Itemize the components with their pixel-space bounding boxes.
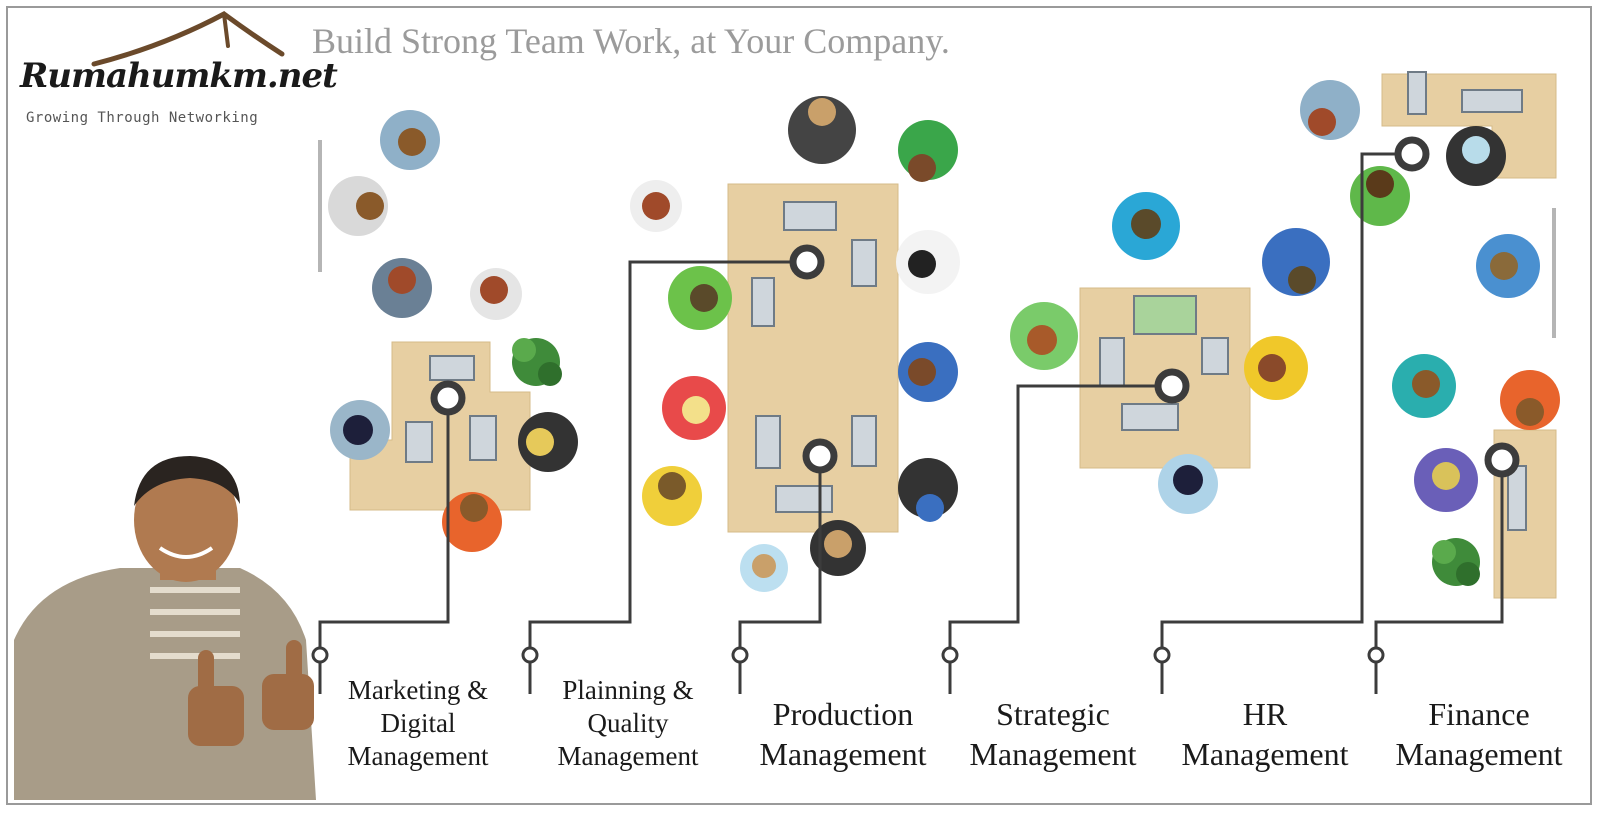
department-label-finance: Finance Management [1395, 696, 1563, 772]
person-icon [1446, 126, 1506, 186]
laptop-icon [429, 355, 475, 381]
presenter-photo [14, 456, 316, 800]
connector-line-finance [1374, 460, 1504, 648]
person-icon [668, 266, 732, 330]
connector-line-production [738, 456, 822, 648]
connector-line-marketing [318, 398, 450, 648]
laptop-icon [1121, 403, 1179, 431]
monitor-icon [1133, 295, 1197, 335]
node-marker-hr [1394, 136, 1430, 172]
endpoint-marker [521, 646, 539, 664]
laptop-icon [1407, 71, 1427, 115]
person-icon [898, 120, 958, 182]
laptop-icon [851, 239, 877, 287]
brand-logo: Rumahumkm.net Growing Through Networking [14, 6, 338, 136]
laptop-icon [1099, 337, 1125, 387]
person-icon [642, 466, 702, 526]
person-icon [442, 492, 502, 552]
laptop-icon [1461, 89, 1523, 113]
laptop-icon [775, 485, 833, 513]
person-icon [1262, 228, 1330, 296]
brand-name: Rumahumkm.net [20, 56, 338, 96]
person-icon [1500, 370, 1560, 430]
person-icon [380, 110, 440, 170]
endpoint-marker [941, 646, 959, 664]
person-icon [330, 400, 390, 460]
laptop-icon [851, 415, 877, 467]
desk-conference [727, 183, 899, 533]
person-icon [1350, 166, 1410, 226]
person-icon [898, 458, 958, 522]
node-marker-strategic [1154, 368, 1190, 404]
person-icon [328, 176, 388, 236]
department-label-strategic: Strategic Management [969, 696, 1137, 772]
person-icon [896, 230, 960, 294]
endpoint-marker [1367, 646, 1385, 664]
person-icon [1112, 192, 1180, 260]
endpoint-marker [311, 646, 329, 664]
node-marker-production [802, 438, 838, 474]
connector-line-strategic [948, 384, 1172, 648]
plant-icon [1432, 538, 1480, 586]
thumbs-up-icon [188, 650, 244, 746]
node-marker-finance [1484, 442, 1520, 478]
person-icon [788, 96, 856, 164]
person-icon [630, 180, 682, 232]
endpoint-marker [1153, 646, 1171, 664]
person-icon [1300, 80, 1360, 140]
person-icon [898, 342, 958, 402]
person-icon [1244, 336, 1308, 400]
person-icon [740, 544, 788, 592]
roof-icon [91, 11, 285, 67]
brand-tagline: Growing Through Networking [26, 110, 259, 126]
connector-line-hr [1160, 152, 1412, 648]
department-label-marketing: Marketing & Digital Management [347, 675, 489, 771]
people-illustrations [328, 80, 1560, 592]
person-icon [1010, 302, 1078, 370]
person-icon [1414, 448, 1478, 512]
person-icon [1392, 354, 1456, 418]
connector-line-planning [528, 260, 807, 648]
department-label-hr: HR Management [1181, 696, 1349, 772]
endpoint-marker [731, 646, 749, 664]
department-label-planning: Plainning & Quality Management [557, 675, 699, 771]
laptop-icon [783, 201, 837, 231]
thumbs-up-icon [262, 640, 314, 730]
wall-segment [1552, 208, 1556, 338]
person-icon [518, 412, 578, 472]
person-icon [1476, 234, 1540, 298]
laptop-icon [751, 277, 775, 327]
laptop-icon [1507, 465, 1527, 531]
person-icon [662, 376, 726, 440]
image-frame [6, 6, 1592, 805]
person-icon [810, 520, 866, 576]
person-icon [372, 258, 432, 318]
laptop-icon [405, 421, 433, 463]
department-label-production: Production Management [759, 696, 927, 772]
page-title: Build Strong Team Work, at Your Company. [312, 21, 950, 61]
laptop-icon [469, 415, 497, 461]
person-icon [470, 268, 522, 320]
wall-segment [318, 140, 322, 272]
person-icon [1158, 454, 1218, 514]
node-marker-planning [789, 244, 825, 280]
node-marker-marketing [430, 380, 466, 416]
laptop-icon [1201, 337, 1229, 375]
plant-icon [512, 338, 562, 386]
laptop-icon [755, 415, 781, 469]
